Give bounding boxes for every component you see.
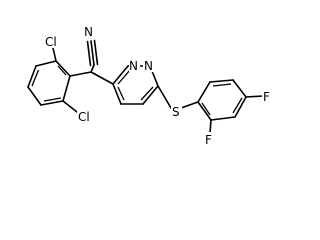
structure-diagram: N Cl Cl N N S F F — [27, 24, 272, 147]
f-top-bond — [245, 95, 264, 98]
s-aryl-bond — [180, 101, 199, 109]
difluorophenyl-ring — [197, 79, 247, 121]
nitrile-bond — [86, 39, 99, 67]
f-bottom-bond — [209, 119, 212, 134]
atom-label-f-bottom: F — [205, 133, 212, 147]
atom-label-s: S — [172, 105, 180, 119]
cl-bottom-bond — [62, 100, 78, 113]
atom-label-f-top: F — [263, 90, 270, 104]
ch-aryl-bond — [69, 71, 92, 77]
c-s-bond — [157, 85, 172, 109]
atom-label-n-nitrile: N — [84, 25, 93, 39]
atom-label-cl-top: Cl — [45, 35, 57, 49]
dichlorophenyl-ring — [27, 60, 71, 106]
atom-label-n-ring-2: N — [144, 59, 153, 73]
atom-label-n-ring-1: N — [129, 59, 138, 73]
ch-cn-bond — [90, 64, 95, 73]
molecule-svg: N Cl Cl N N S F F — [27, 24, 272, 147]
atom-label-cl-bottom: Cl — [78, 110, 90, 124]
cl-top-bond — [52, 47, 57, 62]
ch-pyridazine-bond — [90, 71, 114, 85]
